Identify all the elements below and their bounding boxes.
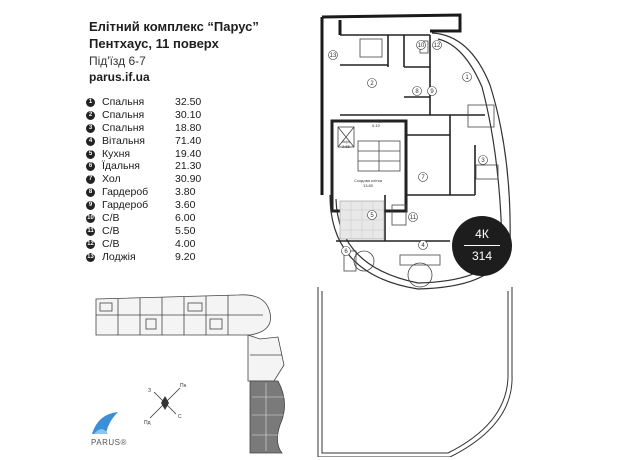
- apartment-badge: 4К 314: [452, 216, 512, 276]
- room-number: 11: [86, 226, 95, 236]
- legend-row: 8 Гардероб 3.80: [86, 186, 298, 199]
- website-link[interactable]: parus.if.ua: [89, 70, 150, 84]
- legend-row: 7 Хол 30.90: [86, 173, 298, 186]
- room-name: Їдальня: [102, 160, 140, 173]
- room-number: 12: [86, 239, 95, 249]
- badge-type: 4К: [475, 227, 489, 241]
- room-name: Вітальня: [102, 134, 145, 147]
- room-area: 6.00: [175, 212, 196, 225]
- lift-label: Ліфт: [342, 139, 351, 144]
- legend-row: 10 С/В 6.00: [86, 212, 298, 225]
- room-name: Лоджія: [102, 250, 136, 263]
- room-name: Гардероб: [102, 199, 149, 212]
- room-number: 8: [86, 188, 95, 198]
- room-area: 9.20: [175, 250, 196, 263]
- room-name: С/В: [102, 212, 120, 225]
- room-name: С/В: [102, 237, 120, 250]
- room-number: 1: [86, 98, 95, 107]
- room-area: 19.40: [175, 147, 202, 160]
- room-area: 4.00: [175, 237, 196, 250]
- badge-number: 314: [471, 249, 493, 263]
- room-area: 30.10: [175, 108, 202, 121]
- svg-text:13: 13: [330, 53, 337, 59]
- landing-area: 13.80: [363, 183, 374, 188]
- compass-east: С: [178, 414, 182, 420]
- brand-name: PARUS®: [91, 438, 127, 447]
- room-number: 5: [86, 149, 95, 159]
- landing-label: Сходова клітка: [354, 178, 383, 183]
- compass-south: Пд: [144, 420, 151, 426]
- svg-text:1: 1: [465, 75, 469, 81]
- tambur-label: Тамбур: [369, 118, 383, 123]
- room-name: Спальня: [102, 108, 145, 121]
- room-number: 2: [86, 110, 95, 120]
- compass-west: З: [148, 388, 151, 394]
- room-area: 18.80: [175, 121, 202, 134]
- legend-row: 12 С/В 4.00: [86, 238, 298, 251]
- legend-row: 13 Лоджія 9.20: [86, 251, 298, 264]
- svg-text:12: 12: [434, 43, 441, 49]
- tambur-area: 6.10: [372, 123, 381, 128]
- room-area: 5.50: [175, 224, 196, 237]
- building-site-plan: [95, 294, 285, 454]
- parus-logo-icon: [92, 412, 118, 434]
- legend-row: 3 Спальня 18.80: [86, 122, 298, 135]
- svg-text:11: 11: [410, 215, 417, 221]
- svg-text:2: 2: [370, 81, 374, 87]
- compass-rose: Пн Пд З С: [144, 383, 187, 426]
- room-number: 13: [86, 252, 95, 262]
- legend-row: 1 Спальня 32.50: [86, 96, 298, 109]
- room-area: 71.40: [175, 134, 202, 147]
- room-number: 9: [86, 201, 95, 211]
- svg-text:7: 7: [421, 175, 425, 181]
- floor-plan: 1 2 3 4 5 6 7 8 9 10 11 12 13 Тамбур 6.1…: [317, 13, 513, 457]
- legend-row: 4 Вітальня 71.40: [86, 135, 298, 148]
- svg-text:3: 3: [481, 158, 485, 164]
- compass-north: Пн: [180, 383, 187, 389]
- legend-row: 2 Спальня 30.10: [86, 109, 298, 122]
- room-number: 4: [86, 136, 95, 146]
- room-name: С/В: [102, 224, 120, 237]
- room-area: 30.90: [175, 173, 202, 186]
- entrance-label: Під'їзд 6-7: [89, 54, 146, 68]
- room-number: 3: [86, 123, 95, 133]
- svg-text:5: 5: [370, 213, 374, 219]
- legend-row: 6 Їдальня 21.30: [86, 160, 298, 173]
- legend-row: 11 С/В 5.50: [86, 225, 298, 238]
- complex-title: Елітний комплекс “Парус”: [89, 19, 259, 34]
- svg-text:4: 4: [421, 243, 425, 249]
- room-area: 3.80: [175, 186, 196, 199]
- apartment-title: Пентхаус, 11 поверх: [89, 36, 219, 51]
- room-name: Гардероб: [102, 186, 149, 199]
- svg-text:6: 6: [344, 249, 348, 255]
- room-name: Кухня: [102, 147, 131, 160]
- room-name: Спальня: [102, 96, 145, 108]
- room-area: 32.50: [175, 96, 202, 108]
- room-number: 6: [86, 162, 95, 172]
- room-number: 10: [86, 214, 95, 224]
- room-number: 7: [86, 175, 95, 185]
- legend-row: 5 Кухня 19.40: [86, 148, 298, 161]
- room-name: Спальня: [102, 121, 145, 134]
- legend-row: 9 Гардероб 3.60: [86, 199, 298, 212]
- svg-text:8: 8: [415, 89, 419, 95]
- room-name: Хол: [102, 173, 121, 186]
- room-area: 21.30: [175, 160, 202, 173]
- room-area: 3.60: [175, 199, 196, 212]
- svg-text:10: 10: [418, 43, 425, 49]
- svg-text:9: 9: [430, 89, 434, 95]
- lift-area: 2.55: [342, 144, 351, 149]
